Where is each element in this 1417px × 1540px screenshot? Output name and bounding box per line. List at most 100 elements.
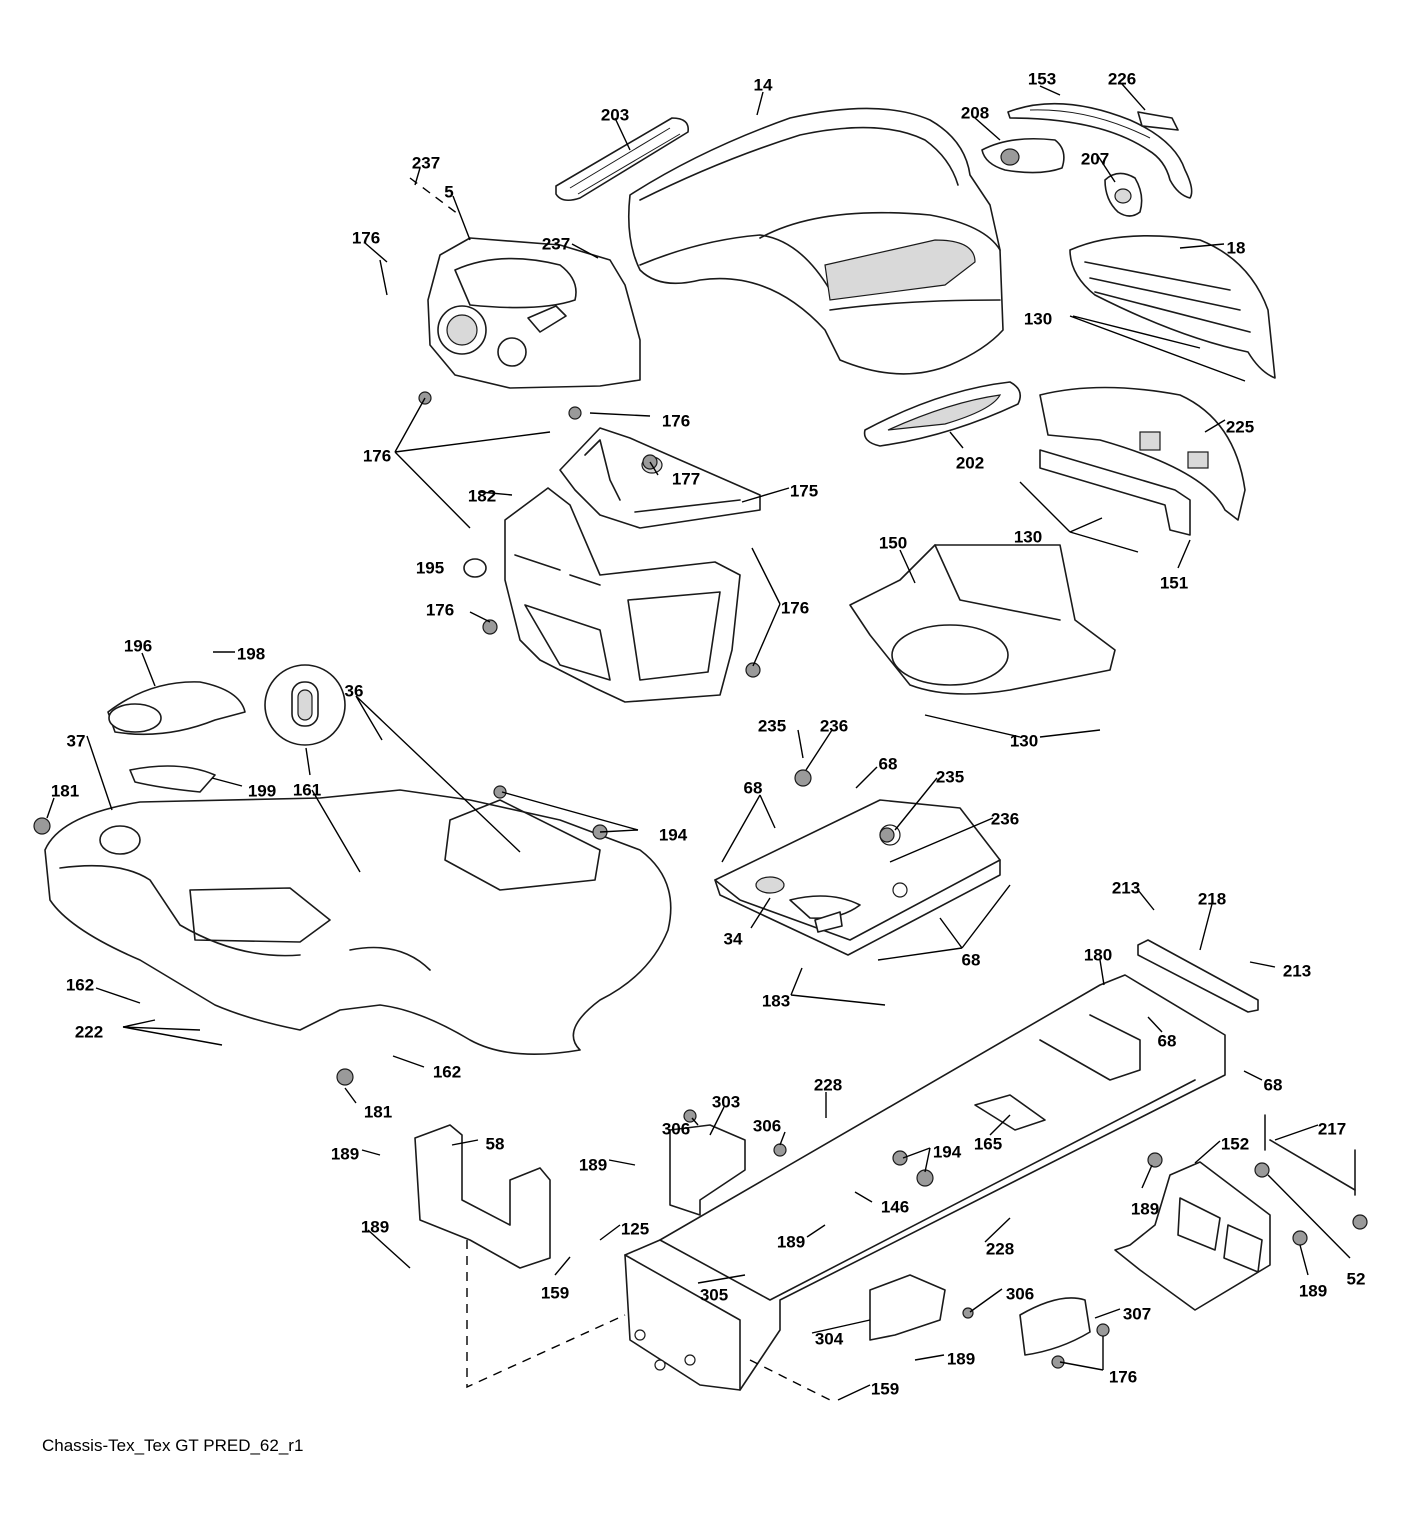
- callout-237: 237: [542, 234, 570, 253]
- callout-228: 228: [986, 1239, 1014, 1258]
- callout-196: 196: [124, 636, 152, 655]
- callout-203: 203: [601, 105, 629, 124]
- callout-130: 130: [1010, 731, 1038, 750]
- steering-bracket-part: [559, 427, 761, 529]
- callout-177: 177: [672, 469, 700, 488]
- assembly-dashed-line: [466, 1240, 626, 1389]
- callout-34: 34: [724, 929, 743, 948]
- callout-217: 217: [1318, 1119, 1346, 1138]
- callout-182: 182: [468, 486, 496, 505]
- callout-130: 130: [1024, 309, 1052, 328]
- callout-181: 181: [51, 781, 79, 800]
- callout-189: 189: [777, 1232, 805, 1251]
- callout-194: 194: [659, 825, 688, 844]
- callout-18: 18: [1227, 238, 1246, 257]
- callout-305: 305: [700, 1285, 728, 1304]
- callout-68: 68: [1158, 1031, 1177, 1050]
- callout-236: 236: [991, 809, 1019, 828]
- fender-part: [44, 789, 672, 1056]
- bracket-303-part: [669, 1124, 746, 1216]
- leader-lines: [46, 83, 1351, 1401]
- callout-37: 37: [67, 731, 86, 750]
- callout-151: 151: [1160, 573, 1188, 592]
- callout-176: 176: [426, 600, 454, 619]
- callout-162: 162: [66, 975, 94, 994]
- callout-236: 236: [820, 716, 848, 735]
- grille-part: [1069, 234, 1276, 379]
- callout-226: 226: [1108, 69, 1136, 88]
- callout-189: 189: [579, 1155, 607, 1174]
- hood-part: [627, 107, 1004, 375]
- callout-159: 159: [871, 1379, 899, 1398]
- callout-195: 195: [416, 558, 444, 577]
- hood-trim-right-part: [1007, 102, 1193, 199]
- callout-165: 165: [974, 1134, 1002, 1153]
- callout-202: 202: [956, 453, 984, 472]
- callout-162: 162: [433, 1062, 461, 1081]
- callout-180: 180: [1084, 945, 1112, 964]
- callout-68: 68: [879, 754, 898, 773]
- mount-plate-part: [714, 799, 1001, 956]
- callout-176: 176: [781, 598, 809, 617]
- bracket-58-part: [414, 1124, 551, 1269]
- callout-183: 183: [762, 991, 790, 1010]
- assembly-dashed-line-3: [749, 1359, 831, 1401]
- pan-part: [1114, 1161, 1271, 1311]
- callout-303: 303: [712, 1092, 740, 1111]
- callout-225: 225: [1226, 417, 1254, 436]
- callout-199: 199: [248, 781, 276, 800]
- bulb-socket-part: [1104, 172, 1143, 217]
- callout-235: 235: [758, 716, 786, 735]
- callout-125: 125: [621, 1219, 649, 1238]
- hood-trim-left-part: [555, 117, 689, 202]
- callout-213: 213: [1112, 878, 1140, 897]
- callout-68: 68: [1264, 1075, 1283, 1094]
- callout-175: 175: [790, 481, 818, 500]
- callout-235: 235: [936, 767, 964, 786]
- callout-5: 5: [444, 182, 453, 201]
- callout-181: 181: [364, 1102, 392, 1121]
- headlight-part: [863, 381, 1021, 447]
- callout-194: 194: [933, 1142, 962, 1161]
- callout-189: 189: [947, 1349, 975, 1368]
- callout-237: 237: [412, 153, 440, 172]
- callout-159: 159: [541, 1283, 569, 1302]
- callout-68: 68: [744, 778, 763, 797]
- callout-36: 36: [345, 681, 364, 700]
- callout-130: 130: [1014, 527, 1042, 546]
- callout-218: 218: [1198, 889, 1226, 908]
- callout-150: 150: [879, 533, 907, 552]
- callout-176: 176: [1109, 1367, 1137, 1386]
- callout-228: 228: [814, 1075, 842, 1094]
- callout-176: 176: [662, 411, 690, 430]
- callout-146: 146: [881, 1197, 909, 1216]
- front-bumper-part: [1039, 386, 1246, 521]
- callout-207: 207: [1081, 149, 1109, 168]
- rod-part: [1264, 1114, 1356, 1196]
- callout-52: 52: [1347, 1269, 1366, 1288]
- callout-153: 153: [1028, 69, 1056, 88]
- plug-part: [463, 558, 487, 578]
- cover-307-part: [1019, 1297, 1091, 1356]
- callout-208: 208: [961, 103, 989, 122]
- air-baffle-part: [849, 544, 1116, 695]
- dash-panel-part: [427, 237, 641, 389]
- lens-part: [981, 137, 1065, 174]
- callout-68: 68: [962, 950, 981, 969]
- callout-189: 189: [1299, 1281, 1327, 1300]
- callout-307: 307: [1123, 1304, 1151, 1323]
- fender-cupholder-part: [107, 681, 246, 793]
- callout-306: 306: [662, 1119, 690, 1138]
- callout-152: 152: [1221, 1134, 1249, 1153]
- callout-14: 14: [754, 75, 773, 94]
- callout-222: 222: [75, 1022, 103, 1041]
- callout-58: 58: [486, 1134, 505, 1153]
- callout-189: 189: [361, 1217, 389, 1236]
- callout-176: 176: [363, 446, 391, 465]
- callout-213: 213: [1283, 961, 1311, 980]
- callout-306: 306: [1006, 1284, 1034, 1303]
- rear-bracket-part: [1137, 939, 1259, 1013]
- assembly-dashed-line-2: [409, 177, 459, 215]
- detail-circle-part: [264, 664, 346, 746]
